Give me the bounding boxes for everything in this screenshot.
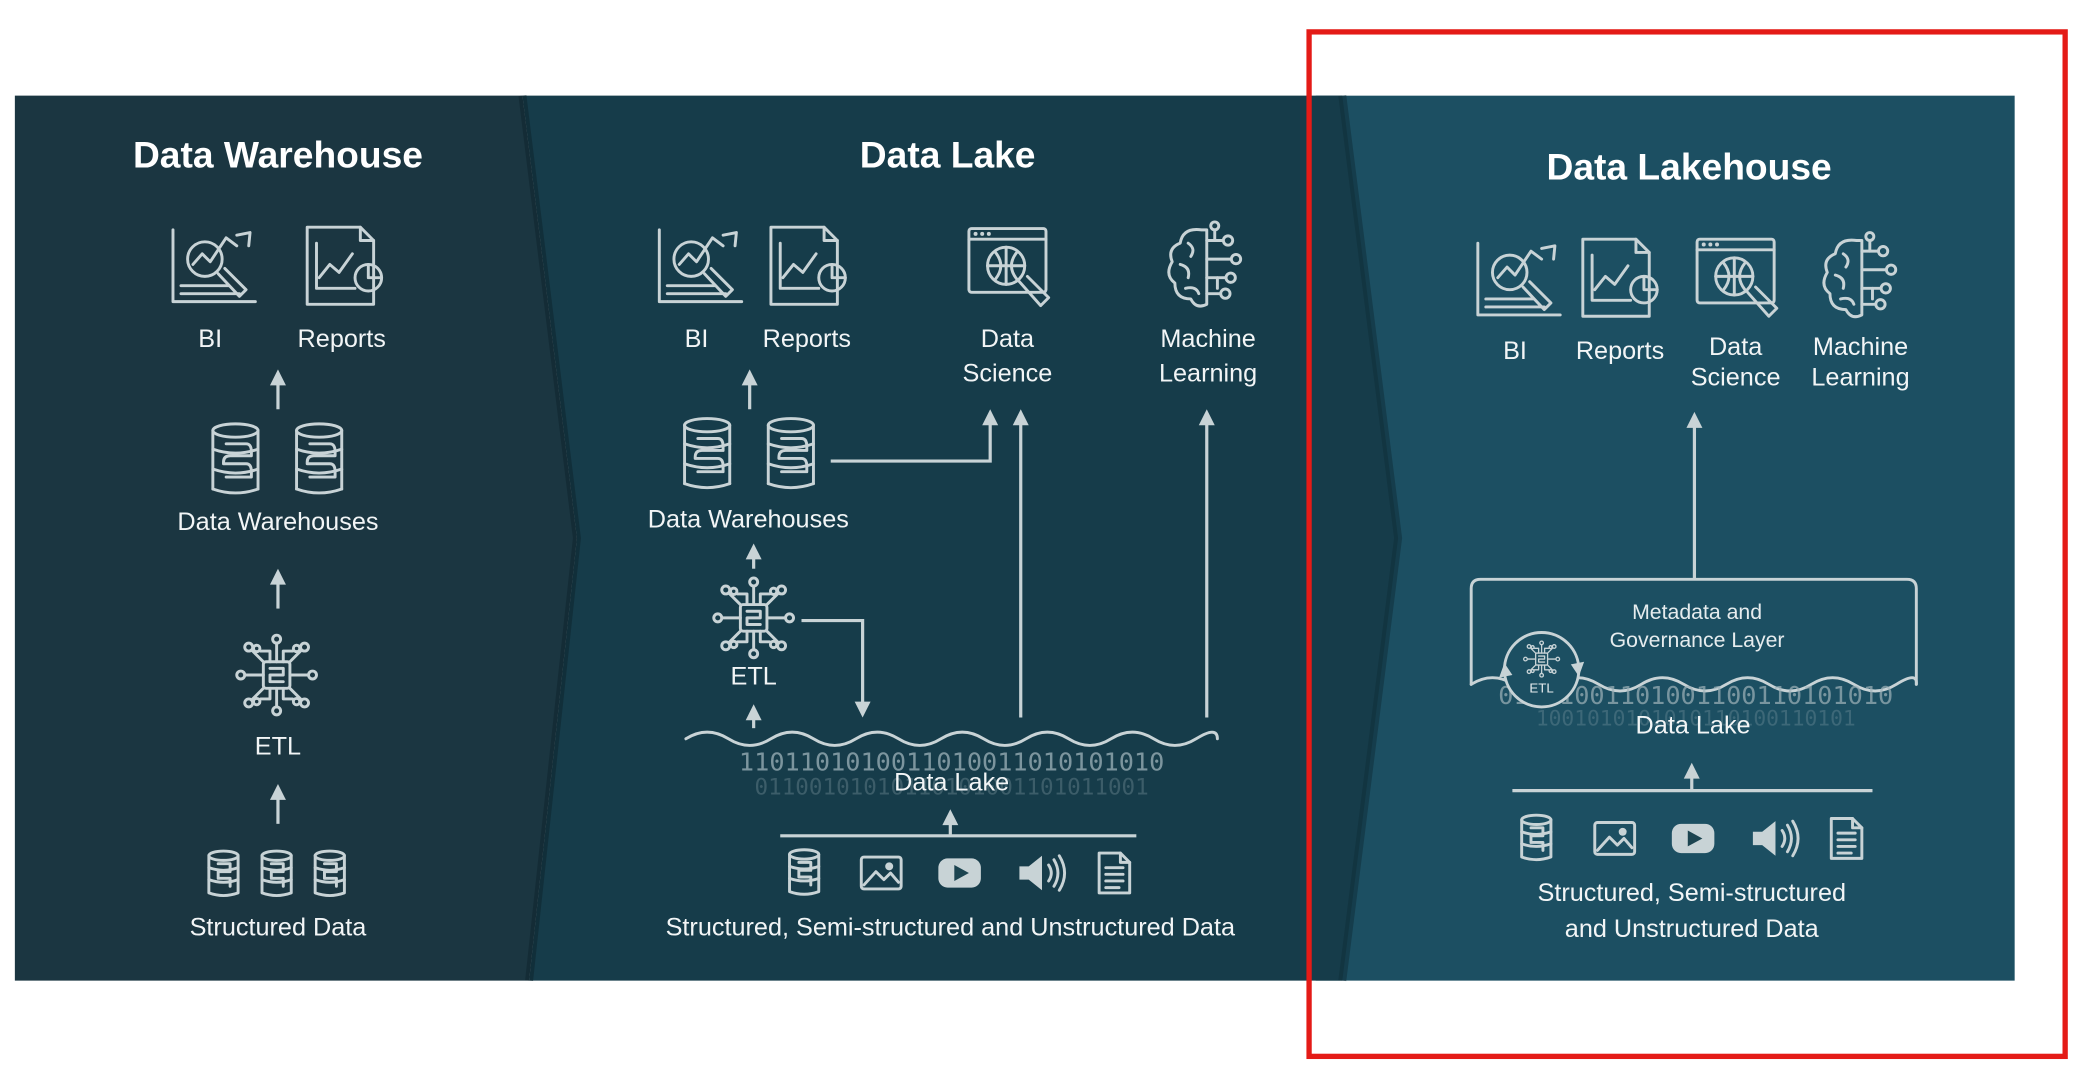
panel-edge-shadow	[518, 95, 581, 982]
data-lake-label: Data Lake	[894, 769, 1009, 797]
data-warehouses-label: Data Warehouses	[177, 508, 378, 536]
warehouse-panel	[14, 95, 577, 981]
warehouse-section: Data Warehouse BI Reports Data Warehouse…	[133, 133, 423, 941]
lake-binary: 01100101010110101001101011001	[755, 775, 1149, 801]
bi-label: BI	[198, 325, 222, 353]
reports-label: Reports	[1576, 337, 1664, 365]
lakehouse-binary: 1001010101010110100110101	[1536, 707, 1856, 732]
connector-warehouse-to-ds	[830, 422, 992, 463]
data-science-label: Science	[1691, 363, 1781, 391]
data-science-label: Science	[963, 359, 1053, 387]
lake-title: Data Lake	[860, 133, 1036, 175]
metadata-governance-layer	[1469, 577, 1918, 686]
lakehouse-section: Data Lakehouse BI Reports Data Science M…	[1469, 145, 1918, 943]
lakehouse-panel	[1315, 95, 2015, 981]
etl-label: ETL	[255, 733, 301, 761]
machine-learning-label: Machine	[1813, 333, 1908, 361]
highlight-box	[1306, 29, 2068, 1060]
machine-learning-label: Learning	[1159, 359, 1257, 387]
lakehouse-title: Data Lakehouse	[1547, 145, 1832, 187]
data-warehouses-label: Data Warehouses	[648, 506, 849, 534]
data-science-label: Data	[1709, 333, 1763, 361]
lake-binary: 1101101010011010011010101010	[739, 748, 1164, 777]
video-icon	[1671, 823, 1715, 854]
metadata-label: Metadata and	[1632, 600, 1762, 624]
data-science-label: Data	[981, 325, 1035, 353]
bi-label: BI	[685, 325, 709, 353]
video-icon	[938, 858, 981, 888]
source-label: Structured Data	[190, 913, 368, 941]
etl-label: ETL	[1529, 680, 1553, 695]
machine-learning-label: Machine	[1160, 325, 1255, 353]
data-lake-label: Data Lake	[1636, 711, 1751, 739]
reports-label: Reports	[763, 325, 851, 353]
lake-section: Data Lake BI Reports Data Science Machin…	[648, 133, 1257, 941]
bi-label: BI	[1503, 337, 1527, 365]
source-label: Structured, Semi-structured	[1538, 879, 1847, 907]
source-label: and Unstructured Data	[1565, 915, 1820, 943]
etl-label: ETL	[731, 662, 777, 690]
connector-etl-to-lake	[801, 618, 865, 705]
lake-wave	[684, 730, 1219, 747]
reports-label: Reports	[298, 325, 386, 353]
lake-panel	[522, 95, 1399, 981]
machine-learning-label: Learning	[1811, 363, 1909, 391]
metadata-label: Governance Layer	[1610, 628, 1785, 652]
panel-edge-shadow-2	[1338, 95, 1403, 982]
warehouse-title: Data Warehouse	[133, 133, 423, 175]
source-label: Structured, Semi-structured and Unstruct…	[666, 913, 1236, 941]
